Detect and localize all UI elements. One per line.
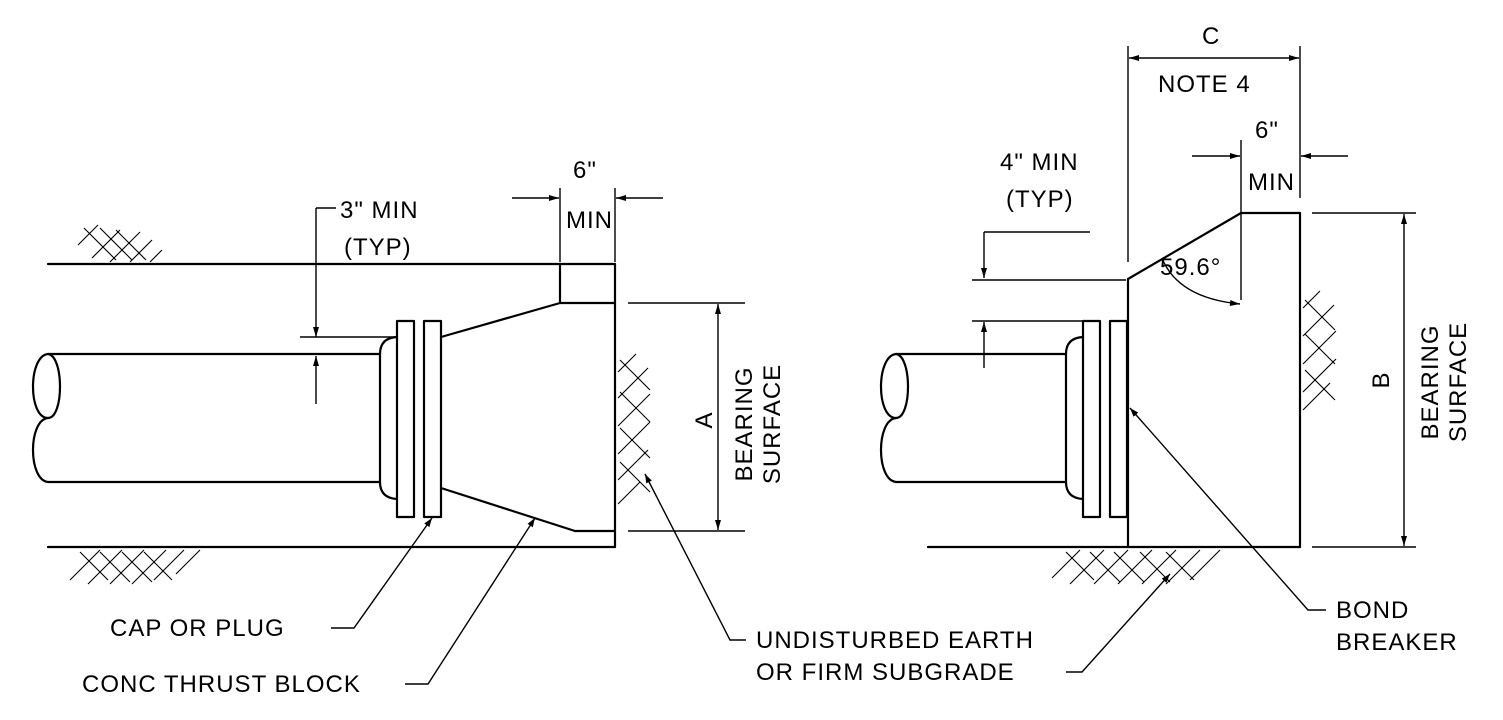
right-soil-hatch xyxy=(1051,290,1337,585)
undisturbed-earth-label: UNDISTURBED EARTH xyxy=(756,627,1034,654)
left-a-label: A xyxy=(691,411,718,428)
undisturbed-earth-callout: UNDISTURBED EARTH OR FIRM SUBGRADE xyxy=(644,473,1171,686)
right-4in-label: 4" MIN xyxy=(1000,149,1079,176)
right-6in-dimension: 6" MIN xyxy=(1192,117,1348,300)
firm-subgrade-label: OR FIRM SUBGRADE xyxy=(756,659,1015,686)
left-bearing-dimension: A BEARING SURFACE xyxy=(628,302,786,532)
cap-or-plug-label: CAP OR PLUG xyxy=(110,615,285,642)
right-6in-min-label: MIN xyxy=(1248,169,1295,196)
left-6in-dimension: 6" MIN xyxy=(512,157,663,262)
angle-label: 59.6° xyxy=(1160,254,1221,281)
left-3in-dimension: 3" MIN (TYP) xyxy=(300,197,419,404)
right-4in-dimension: 4" MIN (TYP) xyxy=(972,149,1126,368)
right-angle-indicator: 59.6° xyxy=(1160,254,1241,307)
left-trench-outline xyxy=(46,262,617,549)
right-pipe xyxy=(880,319,1129,519)
right-bearing-dimension: B BEARING SURFACE xyxy=(1312,212,1472,548)
left-soil-hatch xyxy=(69,224,651,585)
left-typ-label: (TYP) xyxy=(344,234,412,261)
left-detail: 6" MIN 3" MIN (TYP) A BEARING SURFACE CA… xyxy=(32,157,786,698)
breaker-label: BREAKER xyxy=(1336,629,1458,656)
bond-label: BOND xyxy=(1336,597,1409,624)
bond-breaker-callout: BOND BREAKER xyxy=(1129,407,1458,656)
right-bearing-label-2: SURFACE xyxy=(1445,322,1472,442)
left-6in-min-label: MIN xyxy=(566,207,613,234)
left-bearing-label-1: BEARING xyxy=(731,366,758,481)
right-bearing-label-1: BEARING xyxy=(1417,324,1444,439)
right-b-label: B xyxy=(1368,371,1395,388)
right-c-label: C xyxy=(1202,23,1220,50)
left-callouts: CAP OR PLUG CONC THRUST BLOCK xyxy=(82,517,536,698)
left-6in-label: 6" xyxy=(573,157,597,184)
left-3in-label: 3" MIN xyxy=(340,197,419,224)
right-typ-label: (TYP) xyxy=(1006,186,1074,213)
left-pipe xyxy=(32,319,443,519)
right-6in-label: 6" xyxy=(1255,117,1279,144)
right-note4-label: NOTE 4 xyxy=(1158,71,1251,98)
right-c-dimension: C NOTE 4 xyxy=(1127,23,1301,262)
left-bearing-label-2: SURFACE xyxy=(759,364,786,484)
right-detail: C NOTE 4 6" MIN 4" MIN (TYP) 59.6° xyxy=(880,23,1472,656)
conc-thrust-block-label: CONC THRUST BLOCK xyxy=(82,671,361,698)
